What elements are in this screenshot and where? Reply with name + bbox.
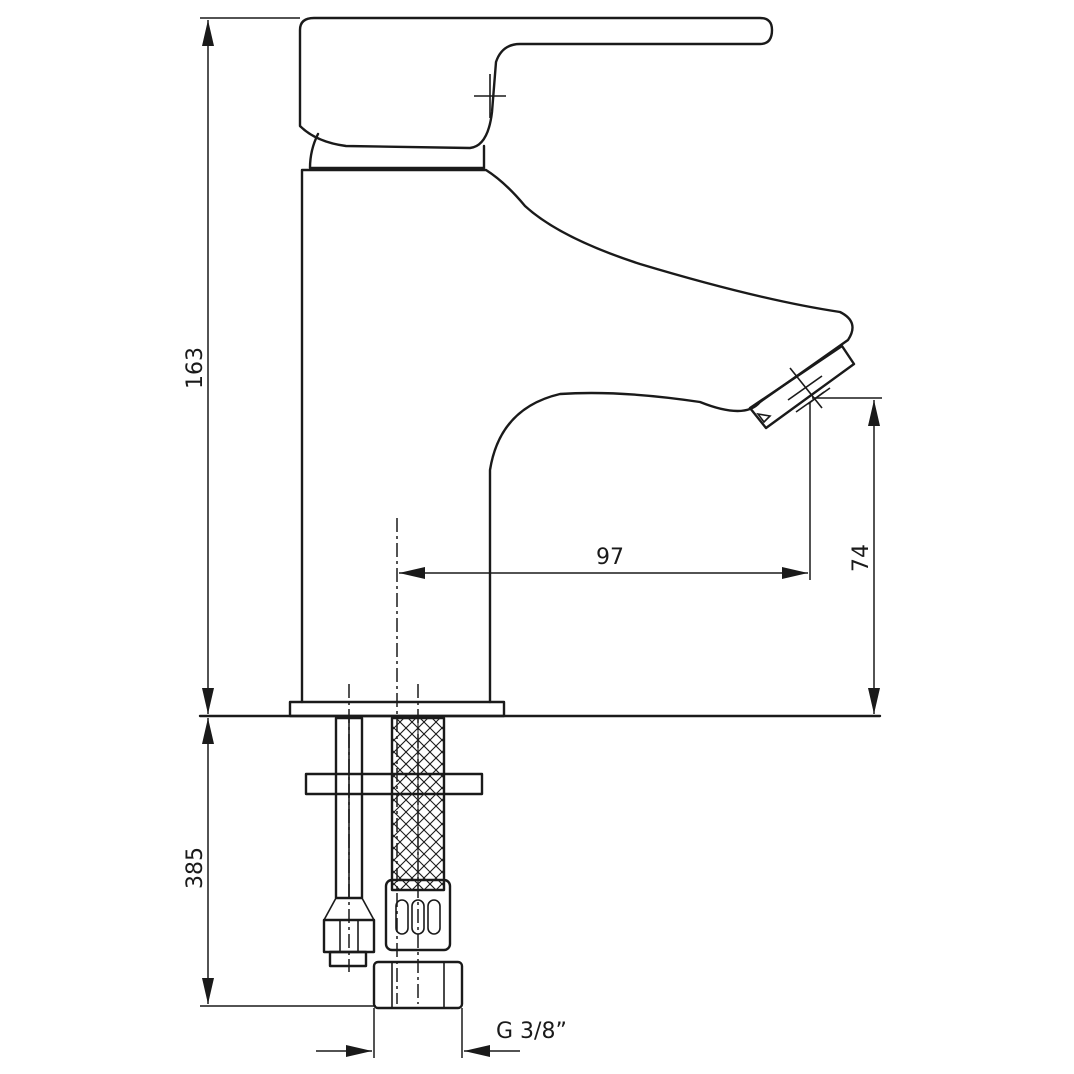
- spout-body: [300, 168, 854, 704]
- lever-handle: [298, 16, 774, 150]
- dim-163-label: 163: [183, 347, 208, 389]
- braid-strand: [392, 718, 417, 743]
- dim-385-label: 385: [183, 847, 208, 889]
- dim-74-arrow-bottom: [868, 688, 880, 714]
- dim-74-label: 74: [849, 544, 874, 572]
- stud-taper-right: [361, 897, 375, 921]
- braid-strand: [392, 718, 405, 731]
- braid-strand: [431, 718, 444, 731]
- braid-strand: [419, 718, 444, 743]
- dim-163-arrow-bottom: [202, 688, 214, 714]
- dim-74-arrow-top: [868, 400, 880, 426]
- aerator-cross-a: [789, 367, 823, 409]
- braid-strand: [423, 869, 444, 890]
- dim-97-arrow-left: [399, 567, 425, 579]
- cartridge-collar: [308, 132, 486, 170]
- mounting-assembly: [304, 716, 484, 1010]
- dimension-spout-height: 74: [812, 397, 882, 714]
- ferrule-flute-3: [427, 899, 441, 935]
- stud-end: [328, 950, 368, 968]
- aerator: [748, 344, 856, 430]
- dimension-total-height: 163: [183, 20, 214, 714]
- stud-taper-left: [323, 897, 337, 921]
- dim-163-arrow-top: [202, 20, 214, 46]
- mounting-plate: [304, 772, 484, 796]
- dimension-spout-reach: 97: [399, 402, 811, 580]
- braid-strand: [392, 869, 413, 890]
- dimension-thread: G 3/8”: [316, 1008, 567, 1058]
- dim-97-arrow-right: [782, 567, 808, 579]
- dimension-below-deck: 385: [183, 718, 214, 1004]
- faucet-body: [288, 16, 856, 718]
- dim-385-arrow-top: [202, 718, 214, 744]
- thread-label: G 3/8”: [496, 1019, 567, 1044]
- aerator-tip: [756, 412, 772, 424]
- dim-385-arrow-bottom: [202, 978, 214, 1004]
- ferrule-flute-1: [395, 899, 409, 935]
- thread-arrow-left: [346, 1045, 372, 1057]
- thread-arrow-right: [464, 1045, 490, 1057]
- dim-97-label: 97: [596, 545, 624, 570]
